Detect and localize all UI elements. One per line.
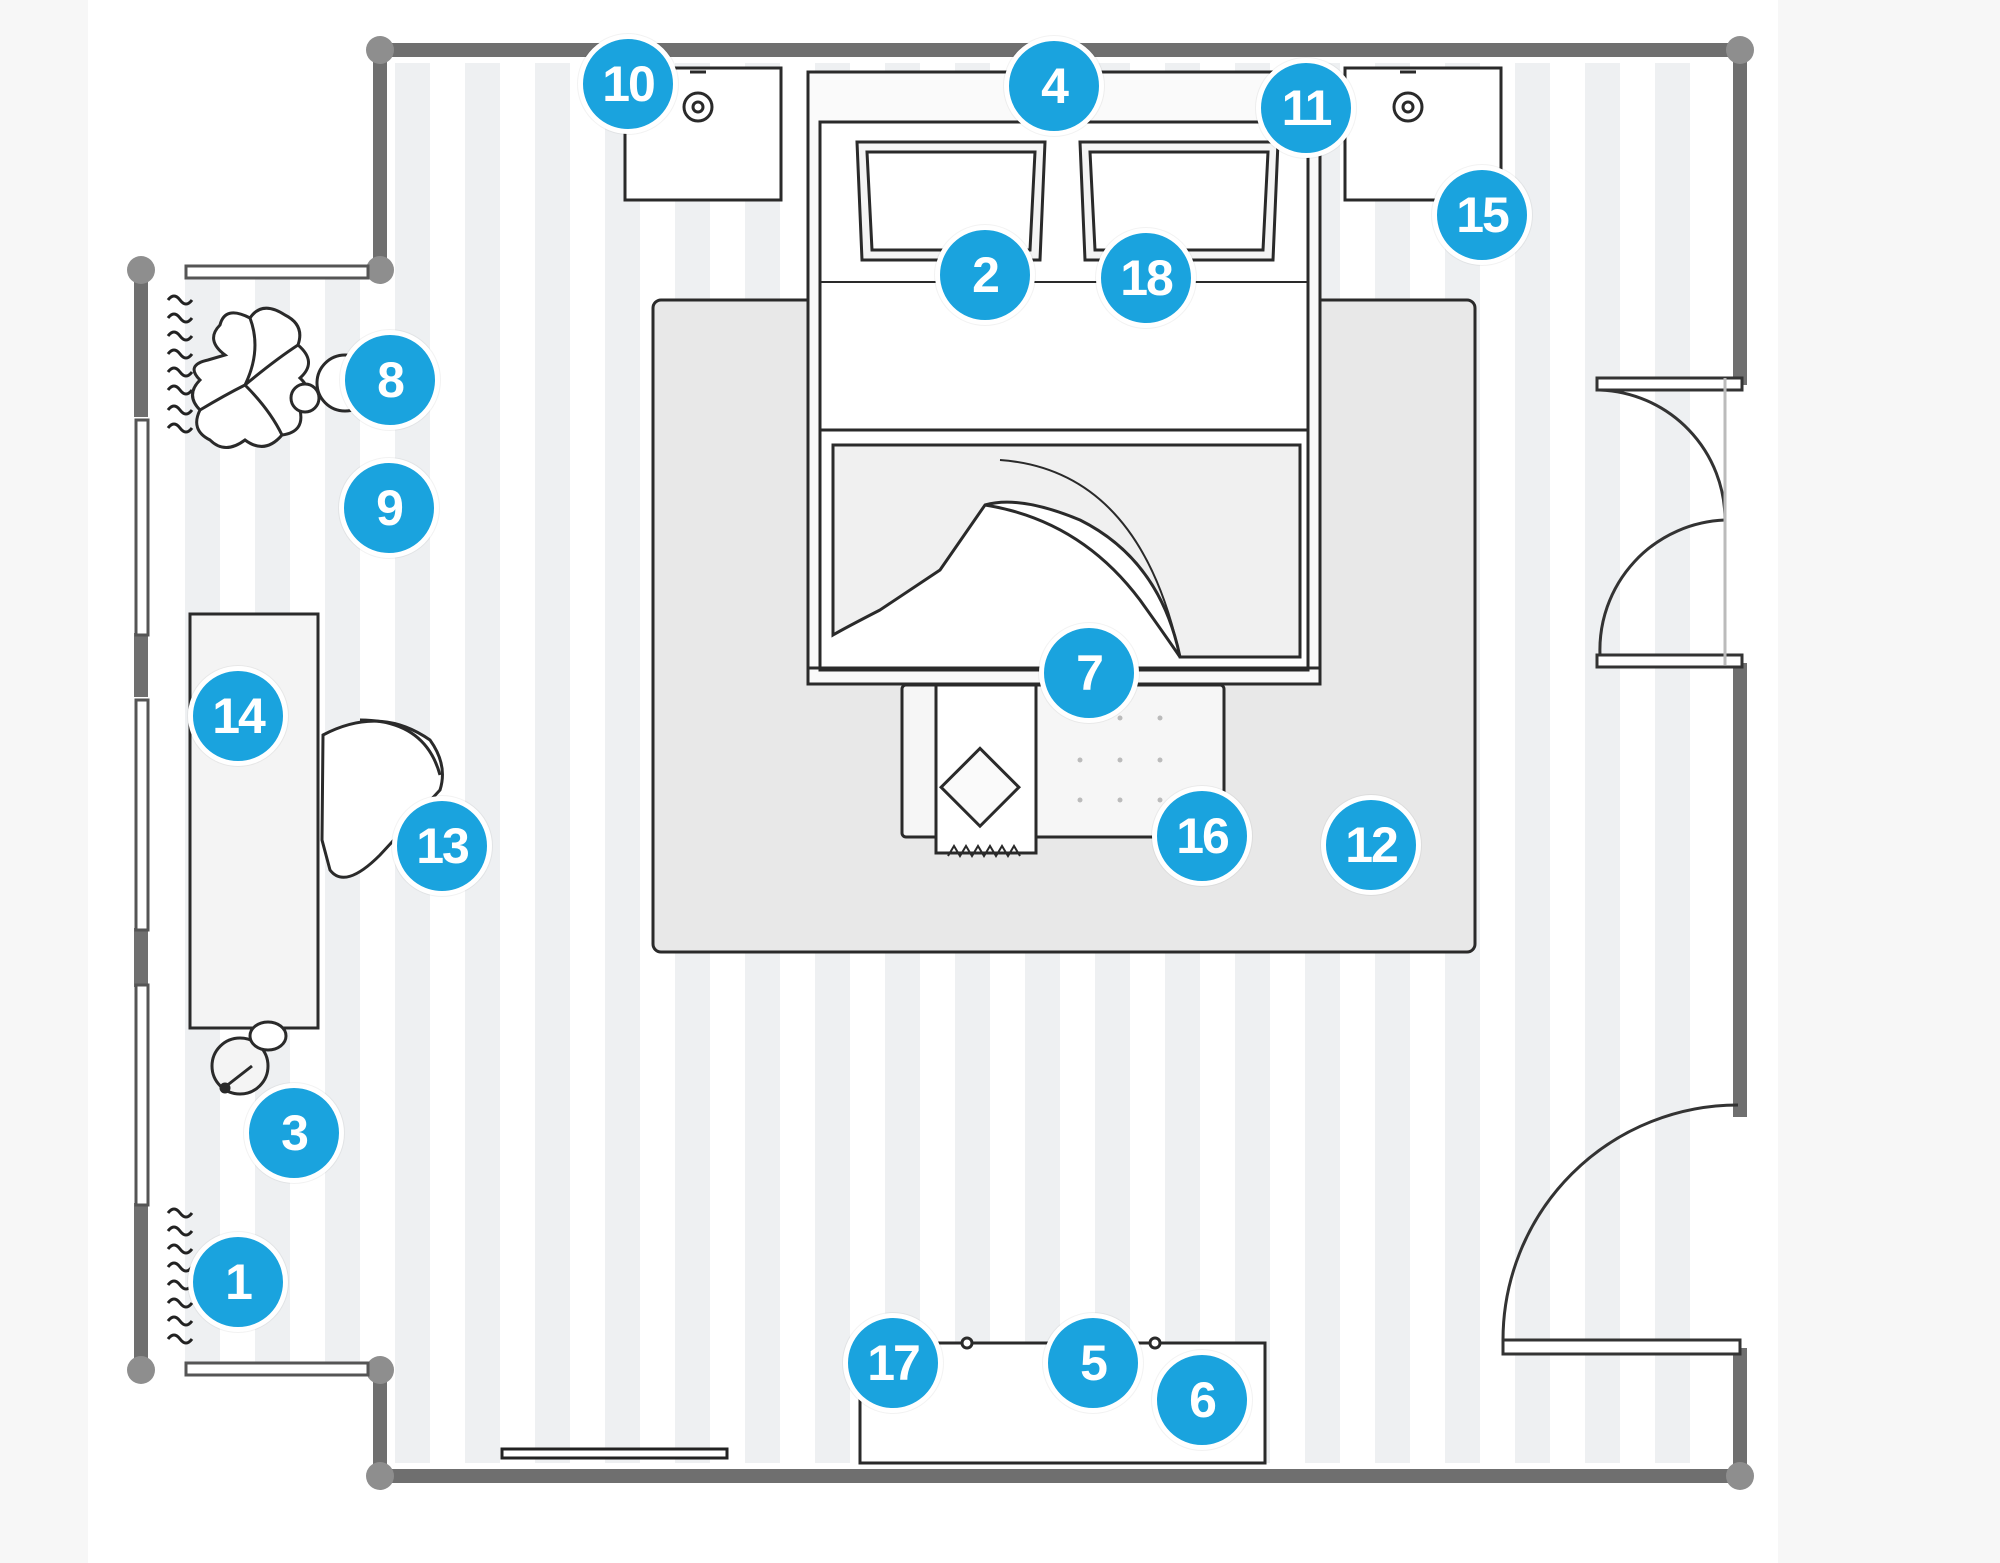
table-lamp-icon bbox=[682, 70, 1424, 123]
desk-chair bbox=[320, 718, 444, 879]
marker-8[interactable]: 8 bbox=[340, 330, 440, 430]
bed bbox=[806, 70, 1322, 686]
marker-2[interactable]: 2 bbox=[935, 225, 1035, 325]
curtain-icon bbox=[166, 294, 194, 1345]
marker-6[interactable]: 6 bbox=[1152, 1350, 1252, 1450]
floor-stripe bbox=[1585, 63, 1620, 1463]
marker-14[interactable]: 14 bbox=[188, 666, 288, 766]
marker-17[interactable]: 17 bbox=[843, 1313, 943, 1413]
marker-7[interactable]: 7 bbox=[1039, 623, 1139, 723]
floor-stripe bbox=[1655, 63, 1690, 1463]
marker-15[interactable]: 15 bbox=[1432, 165, 1532, 265]
floor-lamp-icon bbox=[210, 1020, 288, 1096]
marker-11[interactable]: 11 bbox=[1256, 58, 1356, 158]
marker-16[interactable]: 16 bbox=[1152, 786, 1252, 886]
floor-stripe bbox=[1515, 63, 1550, 1463]
floor-stripe bbox=[535, 63, 570, 1463]
bench bbox=[900, 683, 1226, 858]
marker-9[interactable]: 9 bbox=[339, 458, 439, 558]
marker-3[interactable]: 3 bbox=[244, 1083, 344, 1183]
closet-doors bbox=[1501, 376, 1744, 1356]
window-frames bbox=[134, 264, 370, 1377]
wall-joints bbox=[127, 36, 1754, 1490]
floor-stripe bbox=[605, 63, 640, 1463]
marker-12[interactable]: 12 bbox=[1321, 795, 1421, 895]
floor-stripe bbox=[465, 63, 500, 1463]
marker-5[interactable]: 5 bbox=[1043, 1313, 1143, 1413]
marker-10[interactable]: 10 bbox=[578, 34, 678, 134]
marker-13[interactable]: 13 bbox=[392, 796, 492, 896]
marker-1[interactable]: 1 bbox=[188, 1232, 288, 1332]
marker-4[interactable]: 4 bbox=[1004, 36, 1104, 136]
marker-18[interactable]: 18 bbox=[1096, 228, 1196, 328]
nightstands bbox=[623, 66, 1503, 202]
